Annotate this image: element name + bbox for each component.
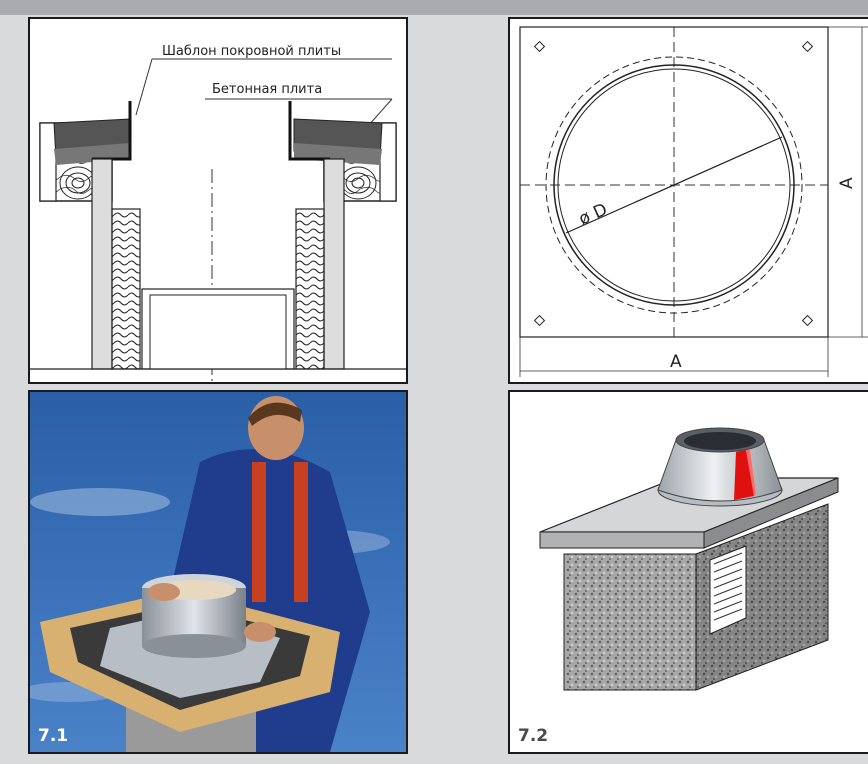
- chimney-cap-illustration: [539, 427, 839, 691]
- isometric-view-panel: 7.2: [508, 390, 868, 754]
- installation-photo-panel: 7.1: [28, 390, 408, 754]
- height-dimension-label: A: [837, 177, 857, 189]
- width-dimension-label: A: [670, 352, 682, 372]
- top-bar: [0, 0, 868, 15]
- chimney-section-drawing: Шаблон покровной плиты Бетонная плита: [30, 44, 406, 382]
- illustration-caption: 7.2: [518, 726, 549, 746]
- plan-drawing-panel: ø D A A: [508, 17, 868, 384]
- plate-plan-drawing: ø D A A: [519, 26, 868, 377]
- diameter-label: ø D: [576, 200, 611, 230]
- photo-caption: 7.1: [38, 726, 69, 746]
- template-label: Шаблон покровной плиты: [162, 44, 341, 59]
- installation-photo: [30, 392, 406, 752]
- slab-label: Бетонная плита: [212, 82, 322, 97]
- section-drawing-panel: Шаблон покровной плиты Бетонная плита: [28, 17, 408, 384]
